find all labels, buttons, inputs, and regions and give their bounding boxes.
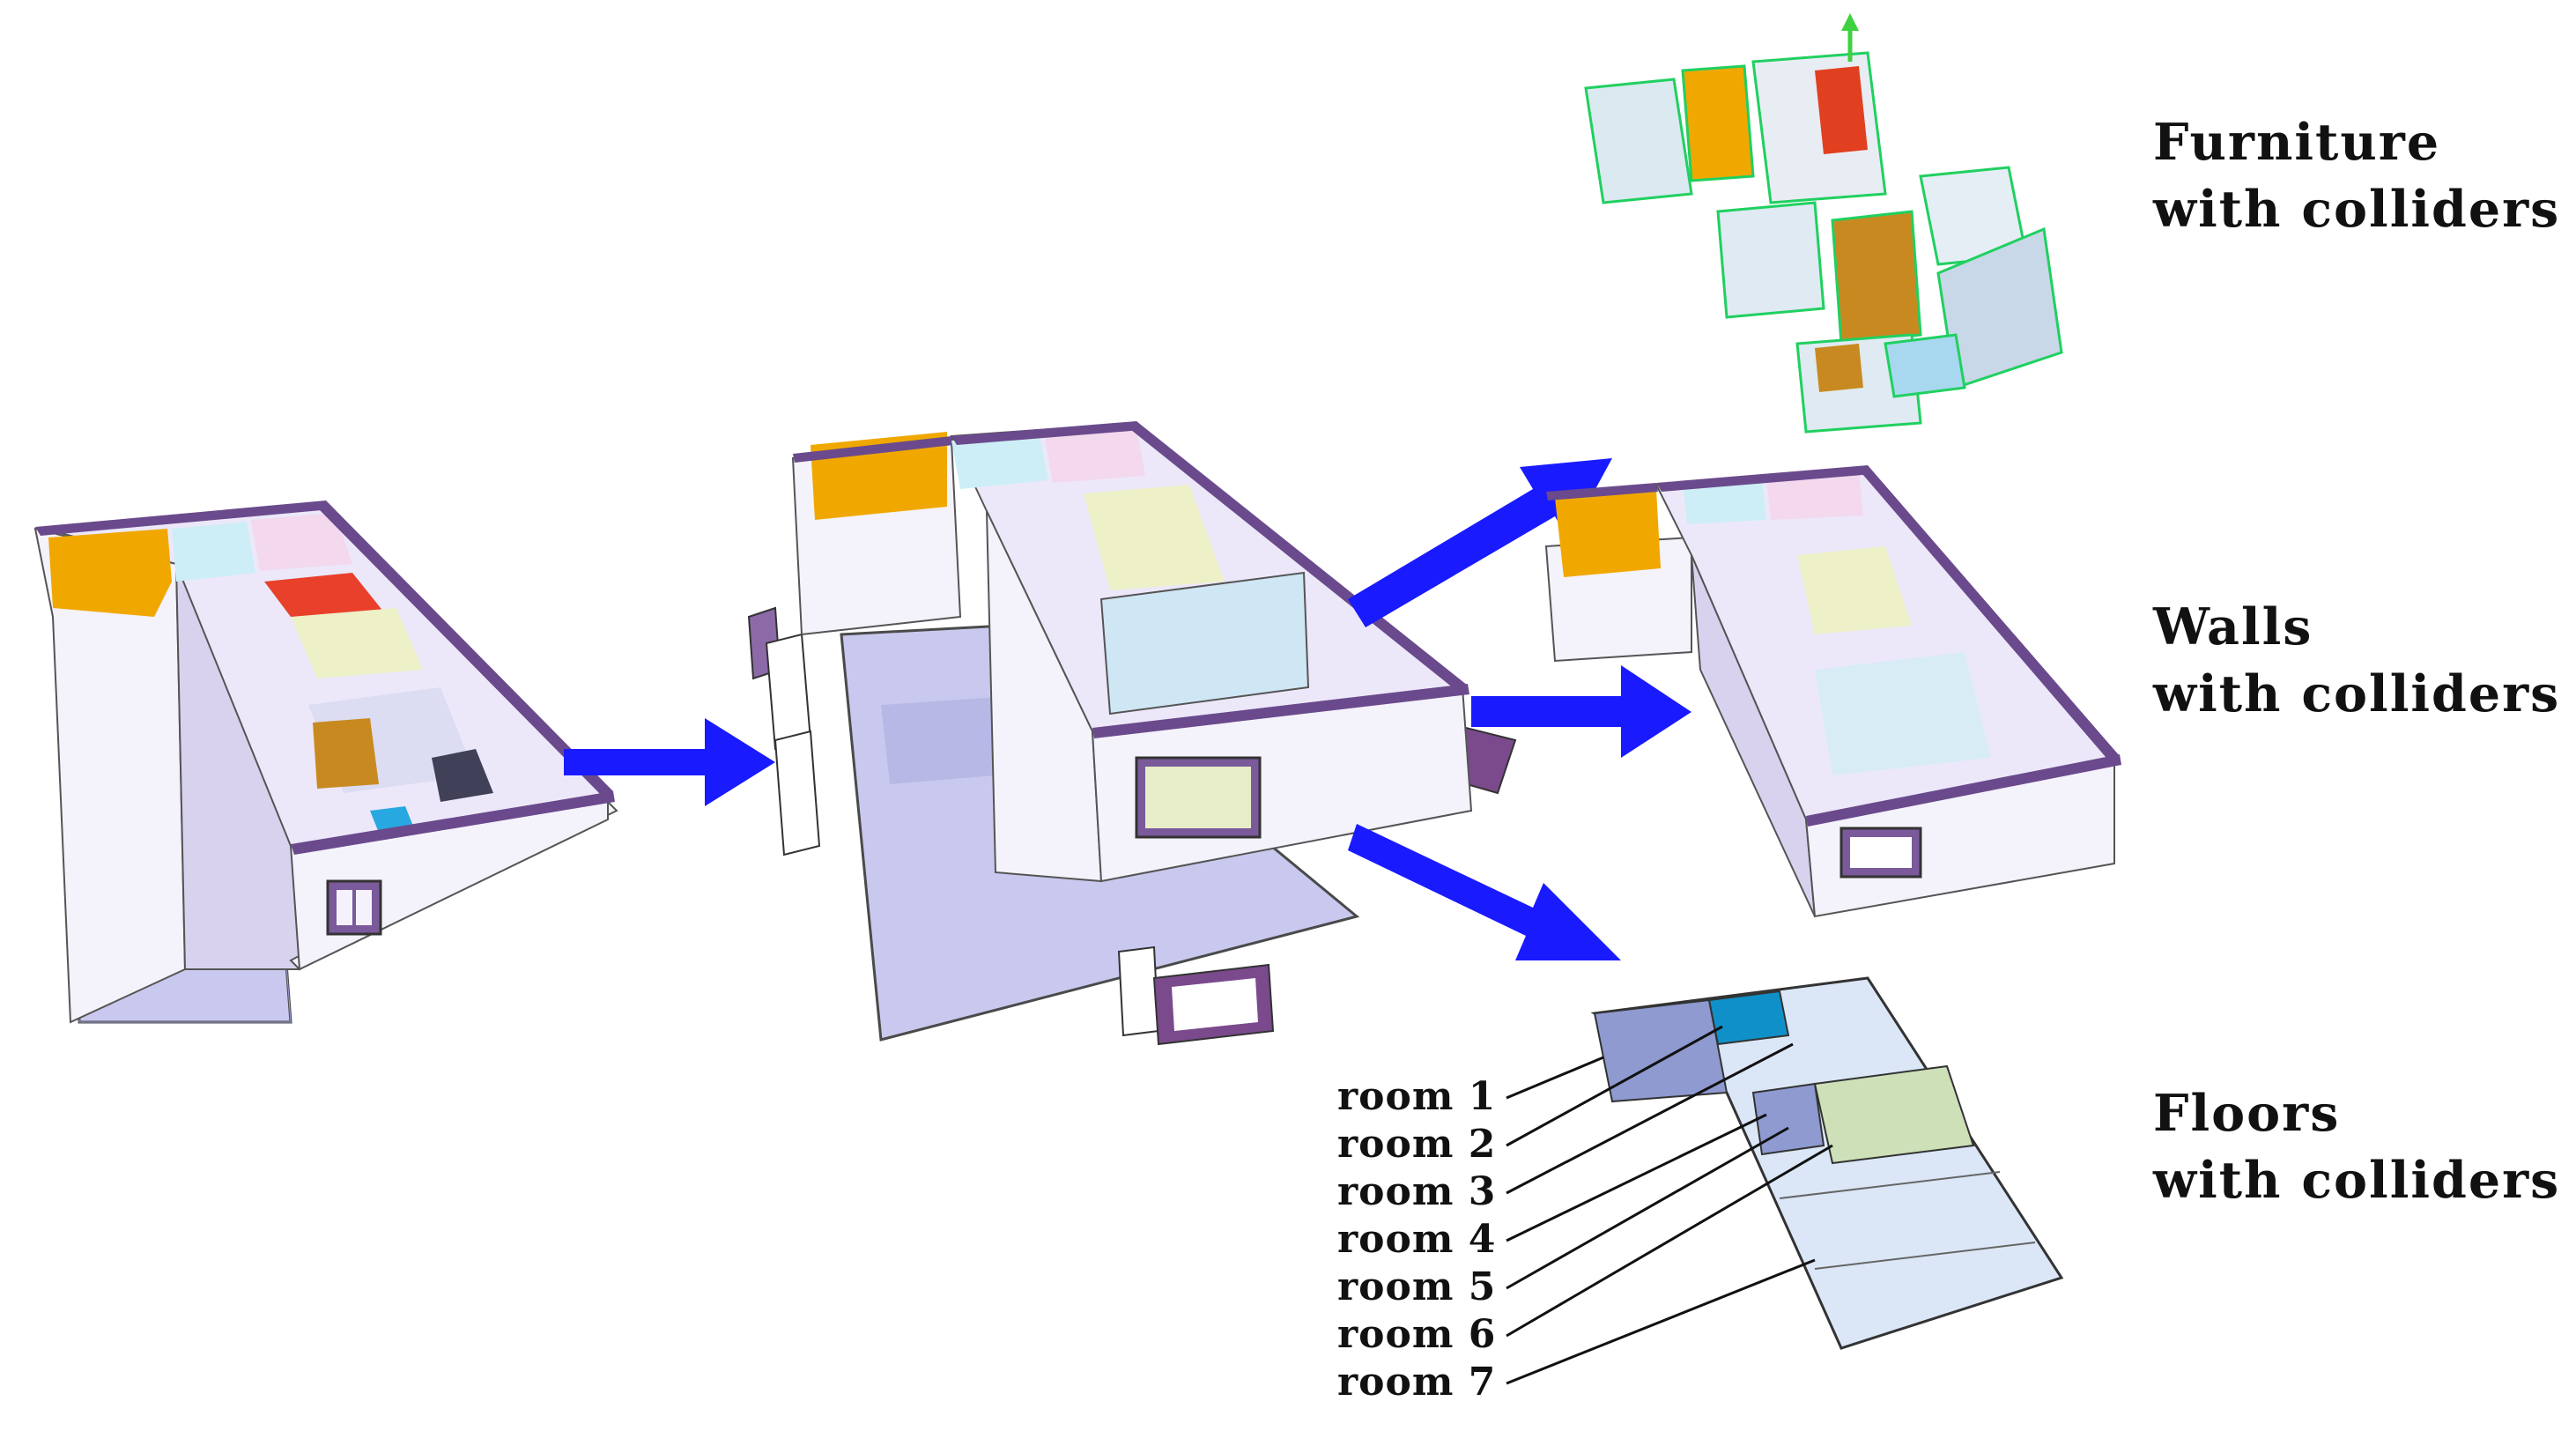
floors-caption-line1: Floors <box>2153 1084 2341 1143</box>
full-apartment-model <box>33 500 618 1024</box>
walls-caption: Walls with colliders <box>2153 594 2560 728</box>
arrow-to-floors <box>1348 824 1621 960</box>
walls-model <box>1544 465 2121 918</box>
walls-caption-line2: with colliders <box>2153 664 2561 723</box>
room-label-list: room 1 room 2 room 3 room 4 room 5 room … <box>1337 1073 1496 1406</box>
arrow-to-walls <box>1471 665 1691 758</box>
floors-caption-line2: with colliders <box>2153 1151 2561 1210</box>
arrow-to-exploded <box>564 718 775 806</box>
room-label-6: room 6 <box>1337 1312 1497 1357</box>
walls-caption-line1: Walls <box>2153 597 2313 656</box>
floors-model <box>1590 976 2064 1350</box>
room-label-7: room 7 <box>1337 1360 1497 1405</box>
furniture-model <box>1584 13 2063 434</box>
room-label-2: room 2 <box>1337 1122 1497 1167</box>
arrow-to-furniture <box>1348 458 1612 627</box>
furniture-caption-line2: with colliders <box>2153 180 2561 239</box>
furniture-caption-line1: Furniture <box>2153 113 2441 172</box>
exploded-apartment-model <box>747 421 1517 1046</box>
room-label-4: room 4 <box>1337 1217 1497 1262</box>
room-label-5: room 5 <box>1337 1264 1497 1309</box>
furniture-caption: Furniture with colliders <box>2153 109 2560 243</box>
floors-caption: Floors with colliders <box>2153 1080 2560 1214</box>
room-label-1: room 1 <box>1337 1074 1497 1119</box>
room-leader-lines <box>1506 1025 1833 1385</box>
room-label-3: room 3 <box>1337 1169 1497 1214</box>
